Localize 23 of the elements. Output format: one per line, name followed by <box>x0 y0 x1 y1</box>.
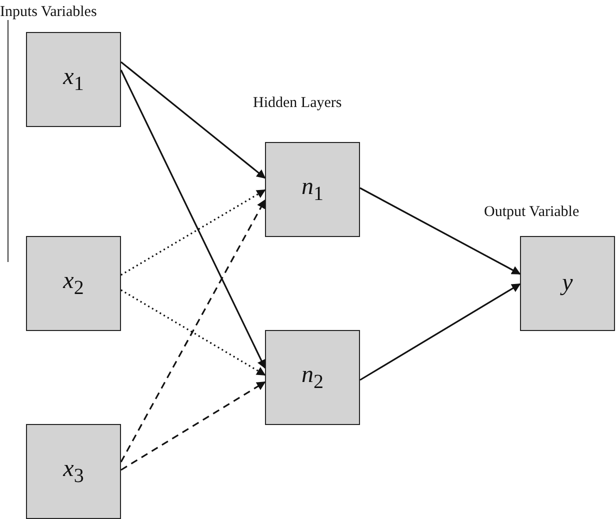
arrow <box>120 61 266 179</box>
column-heading: Inputs Variables <box>0 4 97 21</box>
variable-box <box>26 424 121 519</box>
arrow <box>120 289 266 376</box>
variable-symbol: x$_{1}$ <box>63 64 84 96</box>
arrow <box>120 70 266 369</box>
column-heading: Output Variable <box>484 204 580 221</box>
arrow <box>360 187 521 275</box>
column-heading: Hidden Layers <box>253 95 342 112</box>
variable-symbol: y <box>562 270 573 297</box>
variable-box <box>265 330 360 425</box>
arrow <box>120 189 266 276</box>
arrow <box>360 283 521 381</box>
variable-box <box>26 32 121 127</box>
variable-box <box>26 236 121 331</box>
variable-symbol: x$_{3}$ <box>63 456 84 488</box>
variable-symbol: n$_{1}$ <box>302 174 324 206</box>
variable-symbol: n$_{2}$ <box>302 362 324 394</box>
arrow <box>120 381 266 471</box>
variable-box <box>520 236 615 331</box>
arrow <box>120 199 266 462</box>
variable-symbol: x$_{2}$ <box>63 268 84 300</box>
variable-box <box>265 142 360 237</box>
